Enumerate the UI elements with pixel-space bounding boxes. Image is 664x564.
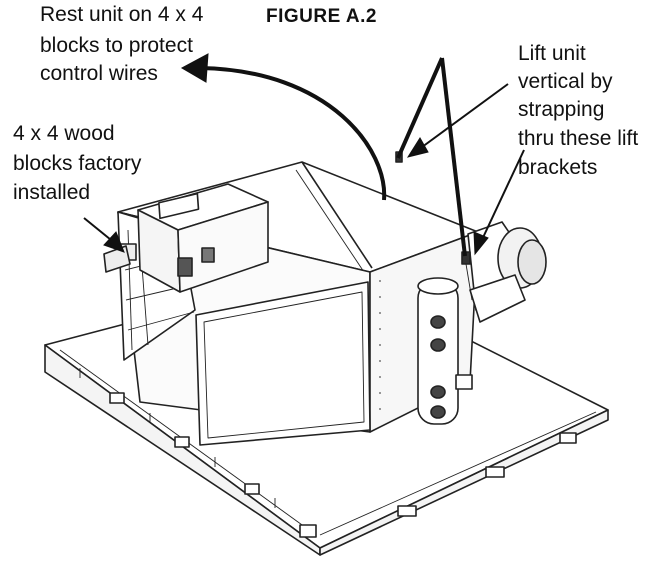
callout-lift-unit-line-3: strapping bbox=[518, 98, 605, 121]
callout-lift-unit-line-2: vertical by bbox=[518, 70, 613, 93]
rest-unit-arrowhead-icon bbox=[180, 53, 209, 83]
rest-unit-arrow bbox=[199, 66, 387, 201]
callout-lift-unit-line-5: brackets bbox=[518, 156, 598, 179]
callout-wood-blocks-line-3: installed bbox=[13, 181, 91, 204]
callout-wood-blocks-line-2: blocks factory bbox=[13, 152, 142, 175]
lift-pointer-front-arrowhead-icon bbox=[473, 231, 489, 256]
callout-lift-unit-line-4: thru these lift bbox=[518, 127, 639, 150]
lift-strap-right bbox=[440, 57, 467, 257]
figure-title: FIGURE A.2 bbox=[266, 6, 377, 27]
control-box bbox=[117, 183, 269, 293]
lift-strap-left bbox=[396, 57, 444, 159]
callout-rest-unit-line-3: control wires bbox=[40, 62, 158, 85]
callout-rest-unit-line-1: Rest unit on 4 x 4 bbox=[40, 3, 204, 26]
lift-pointer-rear bbox=[417, 83, 509, 151]
wood-block-arrowhead-icon bbox=[103, 231, 125, 253]
callout-rest-unit-line-2: blocks to protect bbox=[40, 34, 193, 57]
lift-pointer-rear-arrowhead-icon bbox=[406, 137, 429, 158]
lift-pointer-front bbox=[479, 149, 525, 245]
callout-wood-blocks-line-1: 4 x 4 wood bbox=[13, 122, 115, 145]
callout-lift-unit-line-1: Lift unit bbox=[518, 42, 586, 65]
burner-tube bbox=[417, 277, 473, 425]
